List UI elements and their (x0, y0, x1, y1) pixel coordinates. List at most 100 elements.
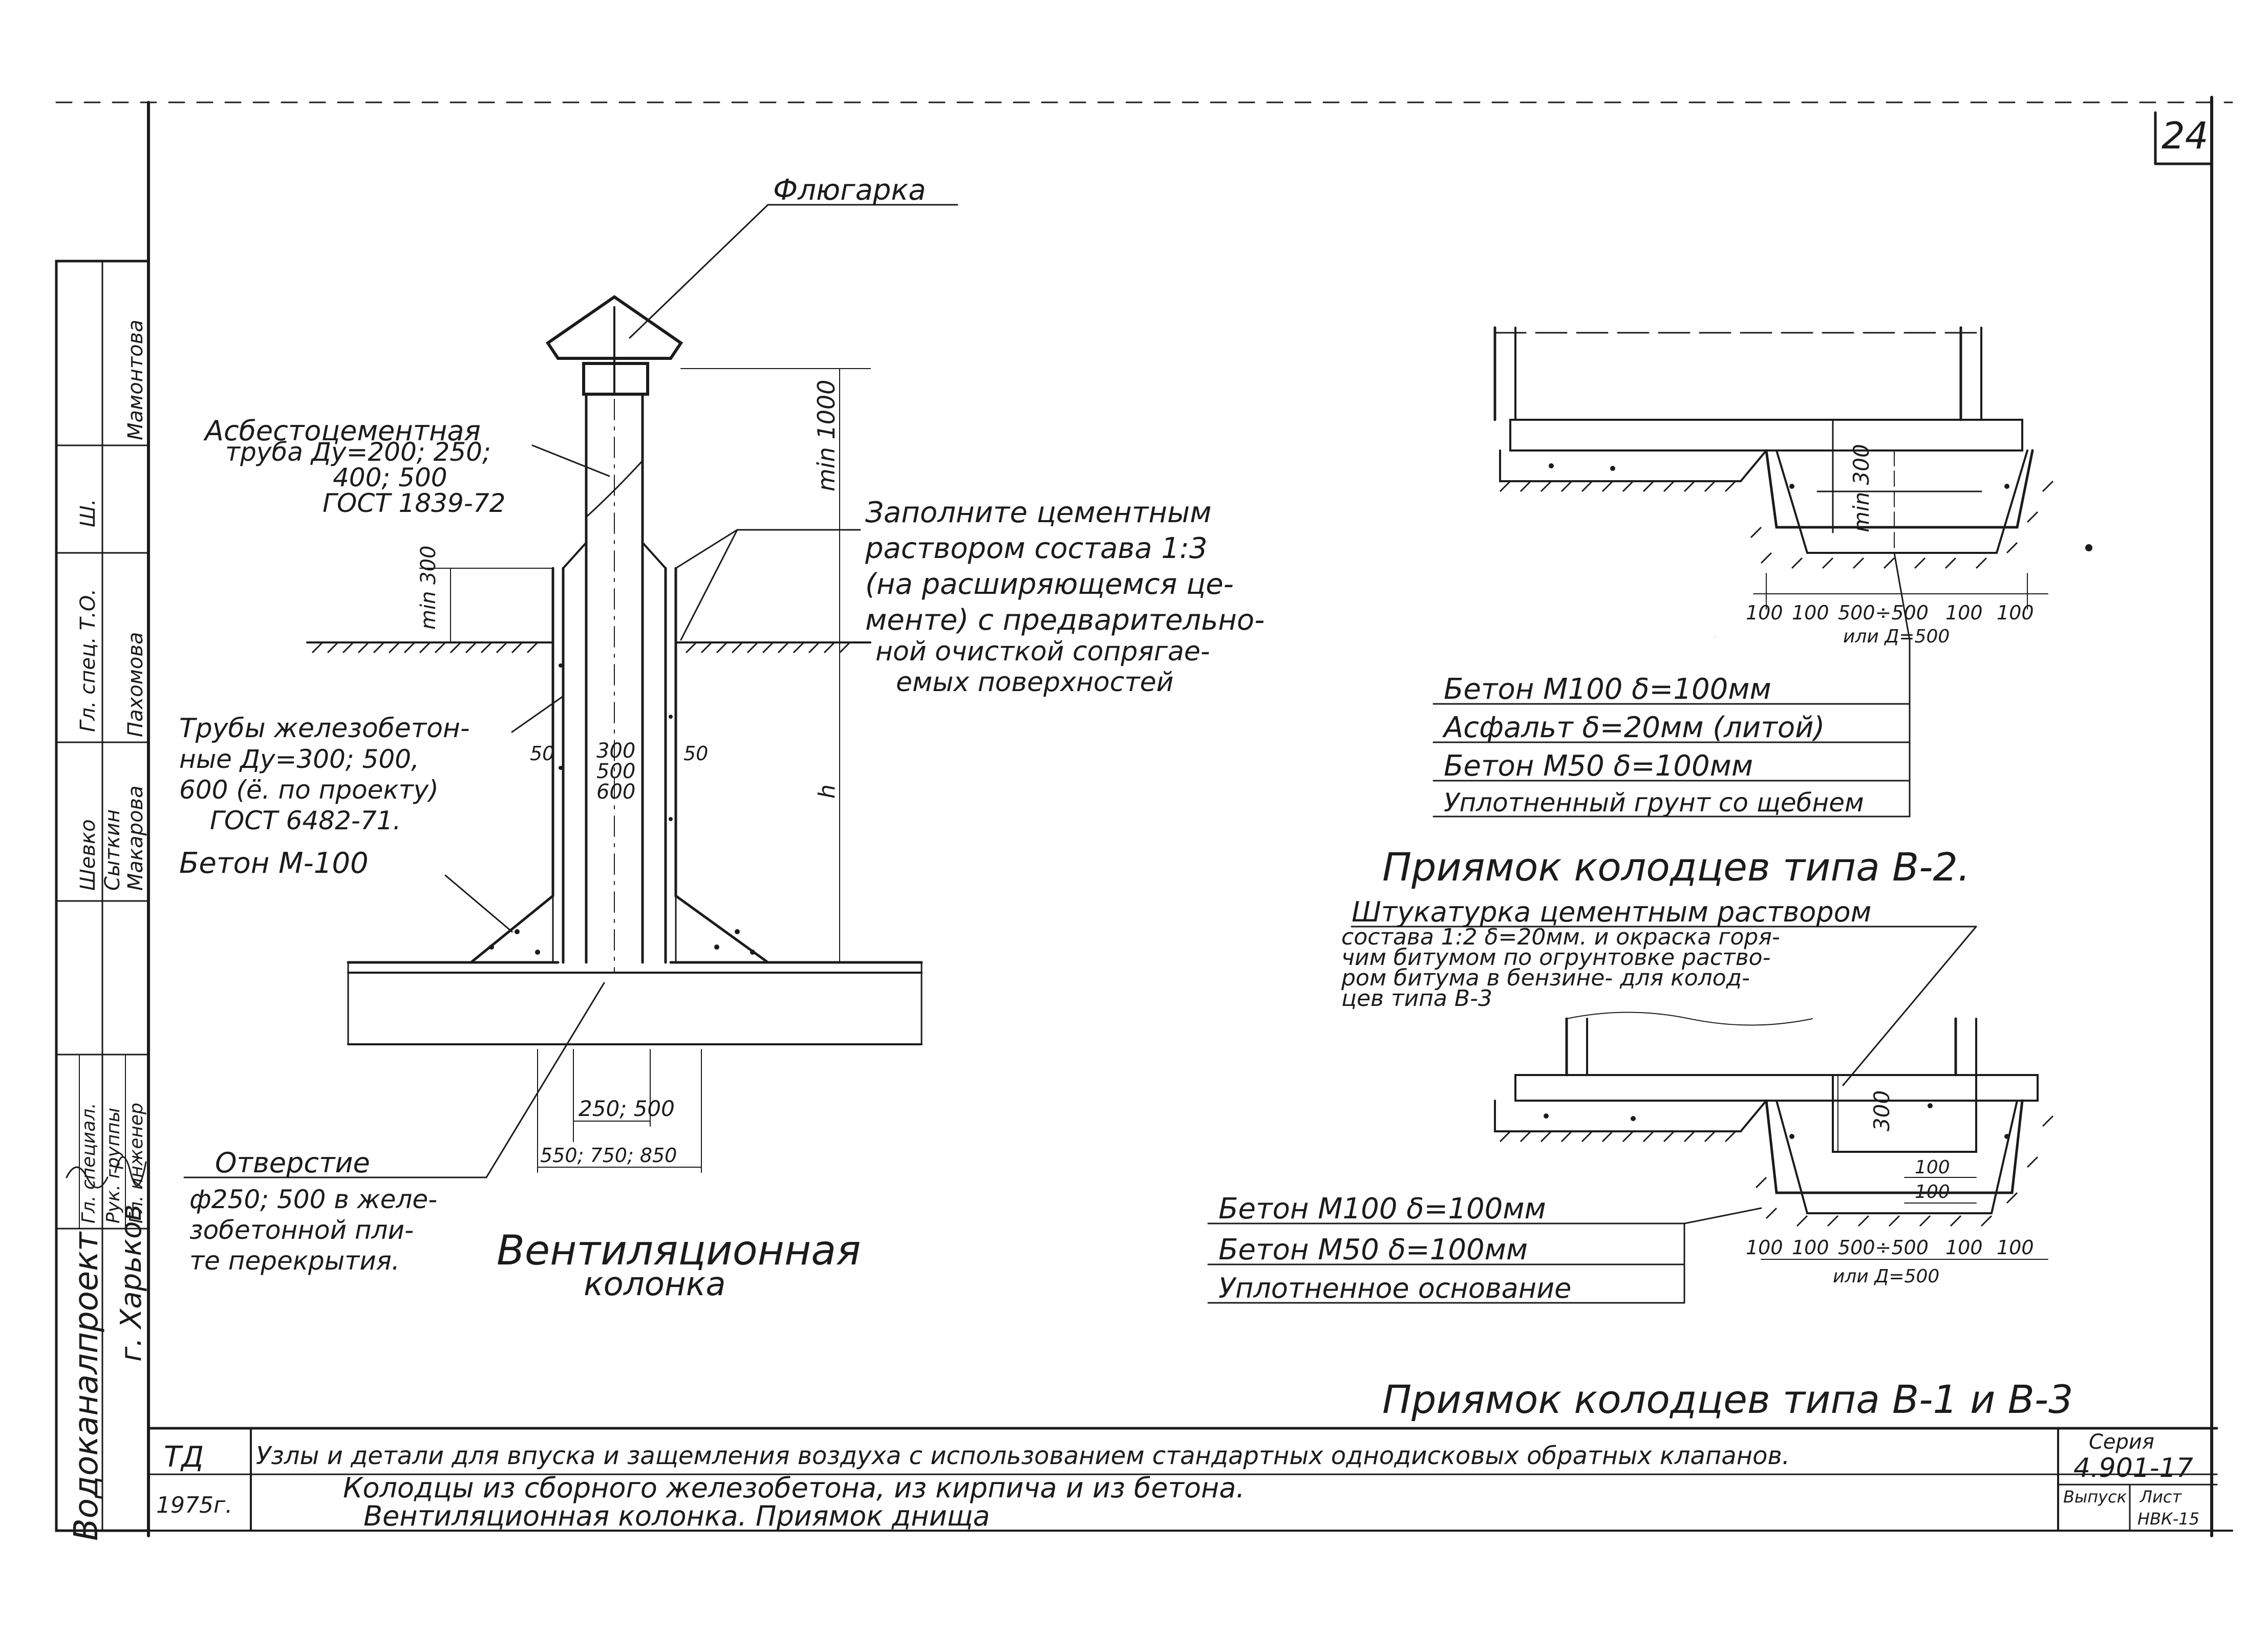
pit-b1b3-note-3: чим битумом по огрунтовке раство- (1341, 944, 1770, 971)
dim-500: 500 (596, 760, 635, 783)
signature-mark-1 (66, 1166, 109, 1189)
titleblock-line-3: Вентиляционная колонка. Приямок днища (363, 1500, 990, 1532)
label-zapolnit-5: ной очисткой сопрягае- (875, 636, 1210, 667)
pit-b2-dim-5: 100 (1997, 602, 2034, 624)
label-truby-4: ГОСТ 6482-71. (210, 806, 401, 835)
pit-b1b3-dim-4: 100 (1945, 1236, 1983, 1259)
titleblock-series-label: Серия (2089, 1430, 2154, 1454)
pit-b1b3-note-5: цев типа В-3 (1341, 985, 1492, 1012)
dim-600: 600 (596, 780, 635, 804)
pit-b1b3-note-2: состава 1:2 δ=20мм. и окраска горя- (1341, 924, 1780, 950)
label-asbest-3: 400; 500 (333, 463, 447, 492)
label-truby-1: Трубы железобетон- (179, 713, 470, 744)
titleblock-vypusk-label: Выпуск (2063, 1487, 2127, 1507)
label-otverstie-3: зобетонной пли- (189, 1215, 414, 1245)
ventilation-title-2: колонка (584, 1265, 726, 1303)
label-zapolnit-1: Заполните цементным (865, 496, 1211, 529)
stamp-role-1: Гл. специал. (78, 1103, 99, 1223)
pit-b1b3-title: Приямок колодцев типа В-1 и В-3 (1382, 1377, 2073, 1422)
pit-b2-hatching (1499, 480, 2054, 569)
titleblock-list-value: НВК-15 (2137, 1509, 2199, 1529)
pit-b2-layer-3: Бетон М50 δ=100мм (1444, 749, 1753, 783)
label-truby-2: ные Ду=300; 500, (179, 744, 419, 774)
stamp-top-3: Мамонтова (124, 319, 147, 440)
stamp-name-1: Шевко (76, 819, 100, 891)
pit-b2-title: Приямок колодцев типа В-2. (1382, 844, 1970, 890)
pit-b2-layer-4: Уплотненный грунт со щебнем (1444, 788, 1864, 818)
stamp-name-2: Сыткин (101, 809, 124, 891)
dim-min300: min 300 (417, 546, 440, 630)
dim-300: 300 (596, 739, 635, 763)
pit-b2-dim-sub: или Д=500 (1843, 626, 1950, 647)
stamp-city: г. Харьков (115, 1205, 148, 1362)
label-otverstie-2: ф250; 500 в желе- (189, 1185, 437, 1214)
dim-50-left: 50 (530, 742, 554, 765)
label-otverstie-1: Отверстие (215, 1147, 370, 1179)
concrete-dots (489, 663, 755, 955)
ventilation-title-1: Вентиляционная (497, 1227, 861, 1274)
sheet-frame (55, 96, 2233, 1537)
stamp-name-3: Макарова (124, 785, 147, 891)
pit-b1b3-layer-3: Уплотненное основание (1218, 1272, 1571, 1304)
label-beton-m100: Бетон М-100 (179, 847, 369, 880)
titleblock-td: ТД (164, 1441, 204, 1474)
title-block: ТД 1975г. Узлы и детали для впуска и защ… (147, 1427, 2218, 1532)
titleblock-line-1: Узлы и детали для впуска и защемления во… (256, 1442, 1790, 1470)
titleblock-list-label: Лист (2139, 1487, 2182, 1507)
pit-b1b3-layer-2: Бетон М50 δ=100мм (1218, 1233, 1528, 1266)
pit-b2-labels: min 300 100 100 500÷500 100 100 или Д=50… (1382, 444, 2034, 890)
titleblock-year: 1975г. (156, 1492, 232, 1518)
pit-b2-layer-2: Асфальт δ=20мм (литой) (1442, 711, 1825, 744)
label-asbest-1: Асбестоцементная (203, 415, 481, 447)
pit-b1b3-note-4: ром битума в бензине- для колод- (1341, 965, 1750, 991)
dim-min1000: min 1000 (812, 380, 840, 491)
pit-b2-dim-3: 500÷500 (1838, 602, 1929, 624)
label-zapolnit-2: раствором состава 1:3 (865, 532, 1207, 565)
pit-b2-dim-2: 100 (1792, 602, 1829, 624)
pit-b1b3-layer-1: Бетон М100 δ=100мм (1218, 1192, 1546, 1226)
titleblock-series: 4.901-17 (2073, 1453, 2193, 1484)
pit-b1b3-drawing (1207, 926, 2054, 1304)
pit-b2-dim-1: 100 (1746, 602, 1783, 624)
stamp-org: Водоканалпроект (68, 1231, 105, 1541)
pit-b1b3-dim-3: 500÷500 (1838, 1236, 1929, 1259)
pit-b1b3-dim-5: 100 (1997, 1236, 2034, 1259)
pit-b1b3-dim-1: 100 (1746, 1236, 1783, 1259)
pit-b1b3-note-1: Штукатурка цементным раствором (1352, 896, 1871, 928)
stamp-top-1: Гл. спец. Т.О. (76, 589, 100, 732)
pit-b1b3-hatching (1499, 1115, 2054, 1227)
sheet-number: 24 (2162, 114, 2209, 157)
pit-b1b3-dim-300: 300 (1869, 1090, 1894, 1131)
pit-b1b3-dim-100b: 100 (1915, 1182, 1950, 1202)
label-asbest-4: ГОСТ 1839-72 (323, 488, 505, 518)
ground-hatching (311, 641, 851, 654)
stamp-role-2: Рук. группы (103, 1108, 124, 1223)
pit-b1b3-labels: Штукатурка цементным раствором состава 1… (1218, 896, 2073, 1422)
ventilation-column-drawing (183, 204, 958, 1178)
pit-b2-dim-min300: min 300 (1849, 444, 1874, 532)
sheet-number-box: 24 (2154, 111, 2213, 165)
signature-mark-2 (114, 1156, 147, 1187)
pit-b2-drawing (1432, 326, 2092, 818)
label-otverstie-4: те перекрытия. (189, 1246, 400, 1276)
dim-550-750: 550; 750; 850 (540, 1144, 677, 1167)
titleblock-line-2: Колодцы из сборного железобетона, из кир… (343, 1472, 1245, 1504)
dim-50-right: 50 (683, 742, 708, 765)
stamp-texts: Водоканалпроект г. Харьков Гл. специал. … (66, 319, 148, 1541)
label-zapolnit-3: (на расширяющемся це- (865, 568, 1234, 601)
dim-250-500: 250; 500 (579, 1096, 675, 1121)
dim-h: h (814, 784, 840, 799)
pit-b2-dim-4: 100 (1945, 602, 1983, 624)
label-asbest-2: труба Ду=200; 250; (225, 437, 491, 467)
label-zapolnit-6: емых поверхностей (896, 667, 1173, 698)
stamp-role-3: Гл. инженер (126, 1103, 147, 1223)
pit-b1b3-dim-2: 100 (1792, 1236, 1829, 1259)
stamp-name-4: Пахомова (124, 632, 147, 737)
label-truby-3: 600 (ё. по проекту) (179, 775, 439, 805)
stamp-top-2: Ш. (76, 499, 100, 528)
ventilation-labels: Флюгарка Асбестоцементная труба Ду=200; … (179, 174, 1265, 1303)
pit-b2-layer-1: Бетон М100 δ=100мм (1444, 673, 1771, 706)
label-zapolnit-4: менте) с предварительно- (865, 604, 1265, 637)
pit-b1b3-dim-sub: или Д=500 (1833, 1266, 1939, 1287)
